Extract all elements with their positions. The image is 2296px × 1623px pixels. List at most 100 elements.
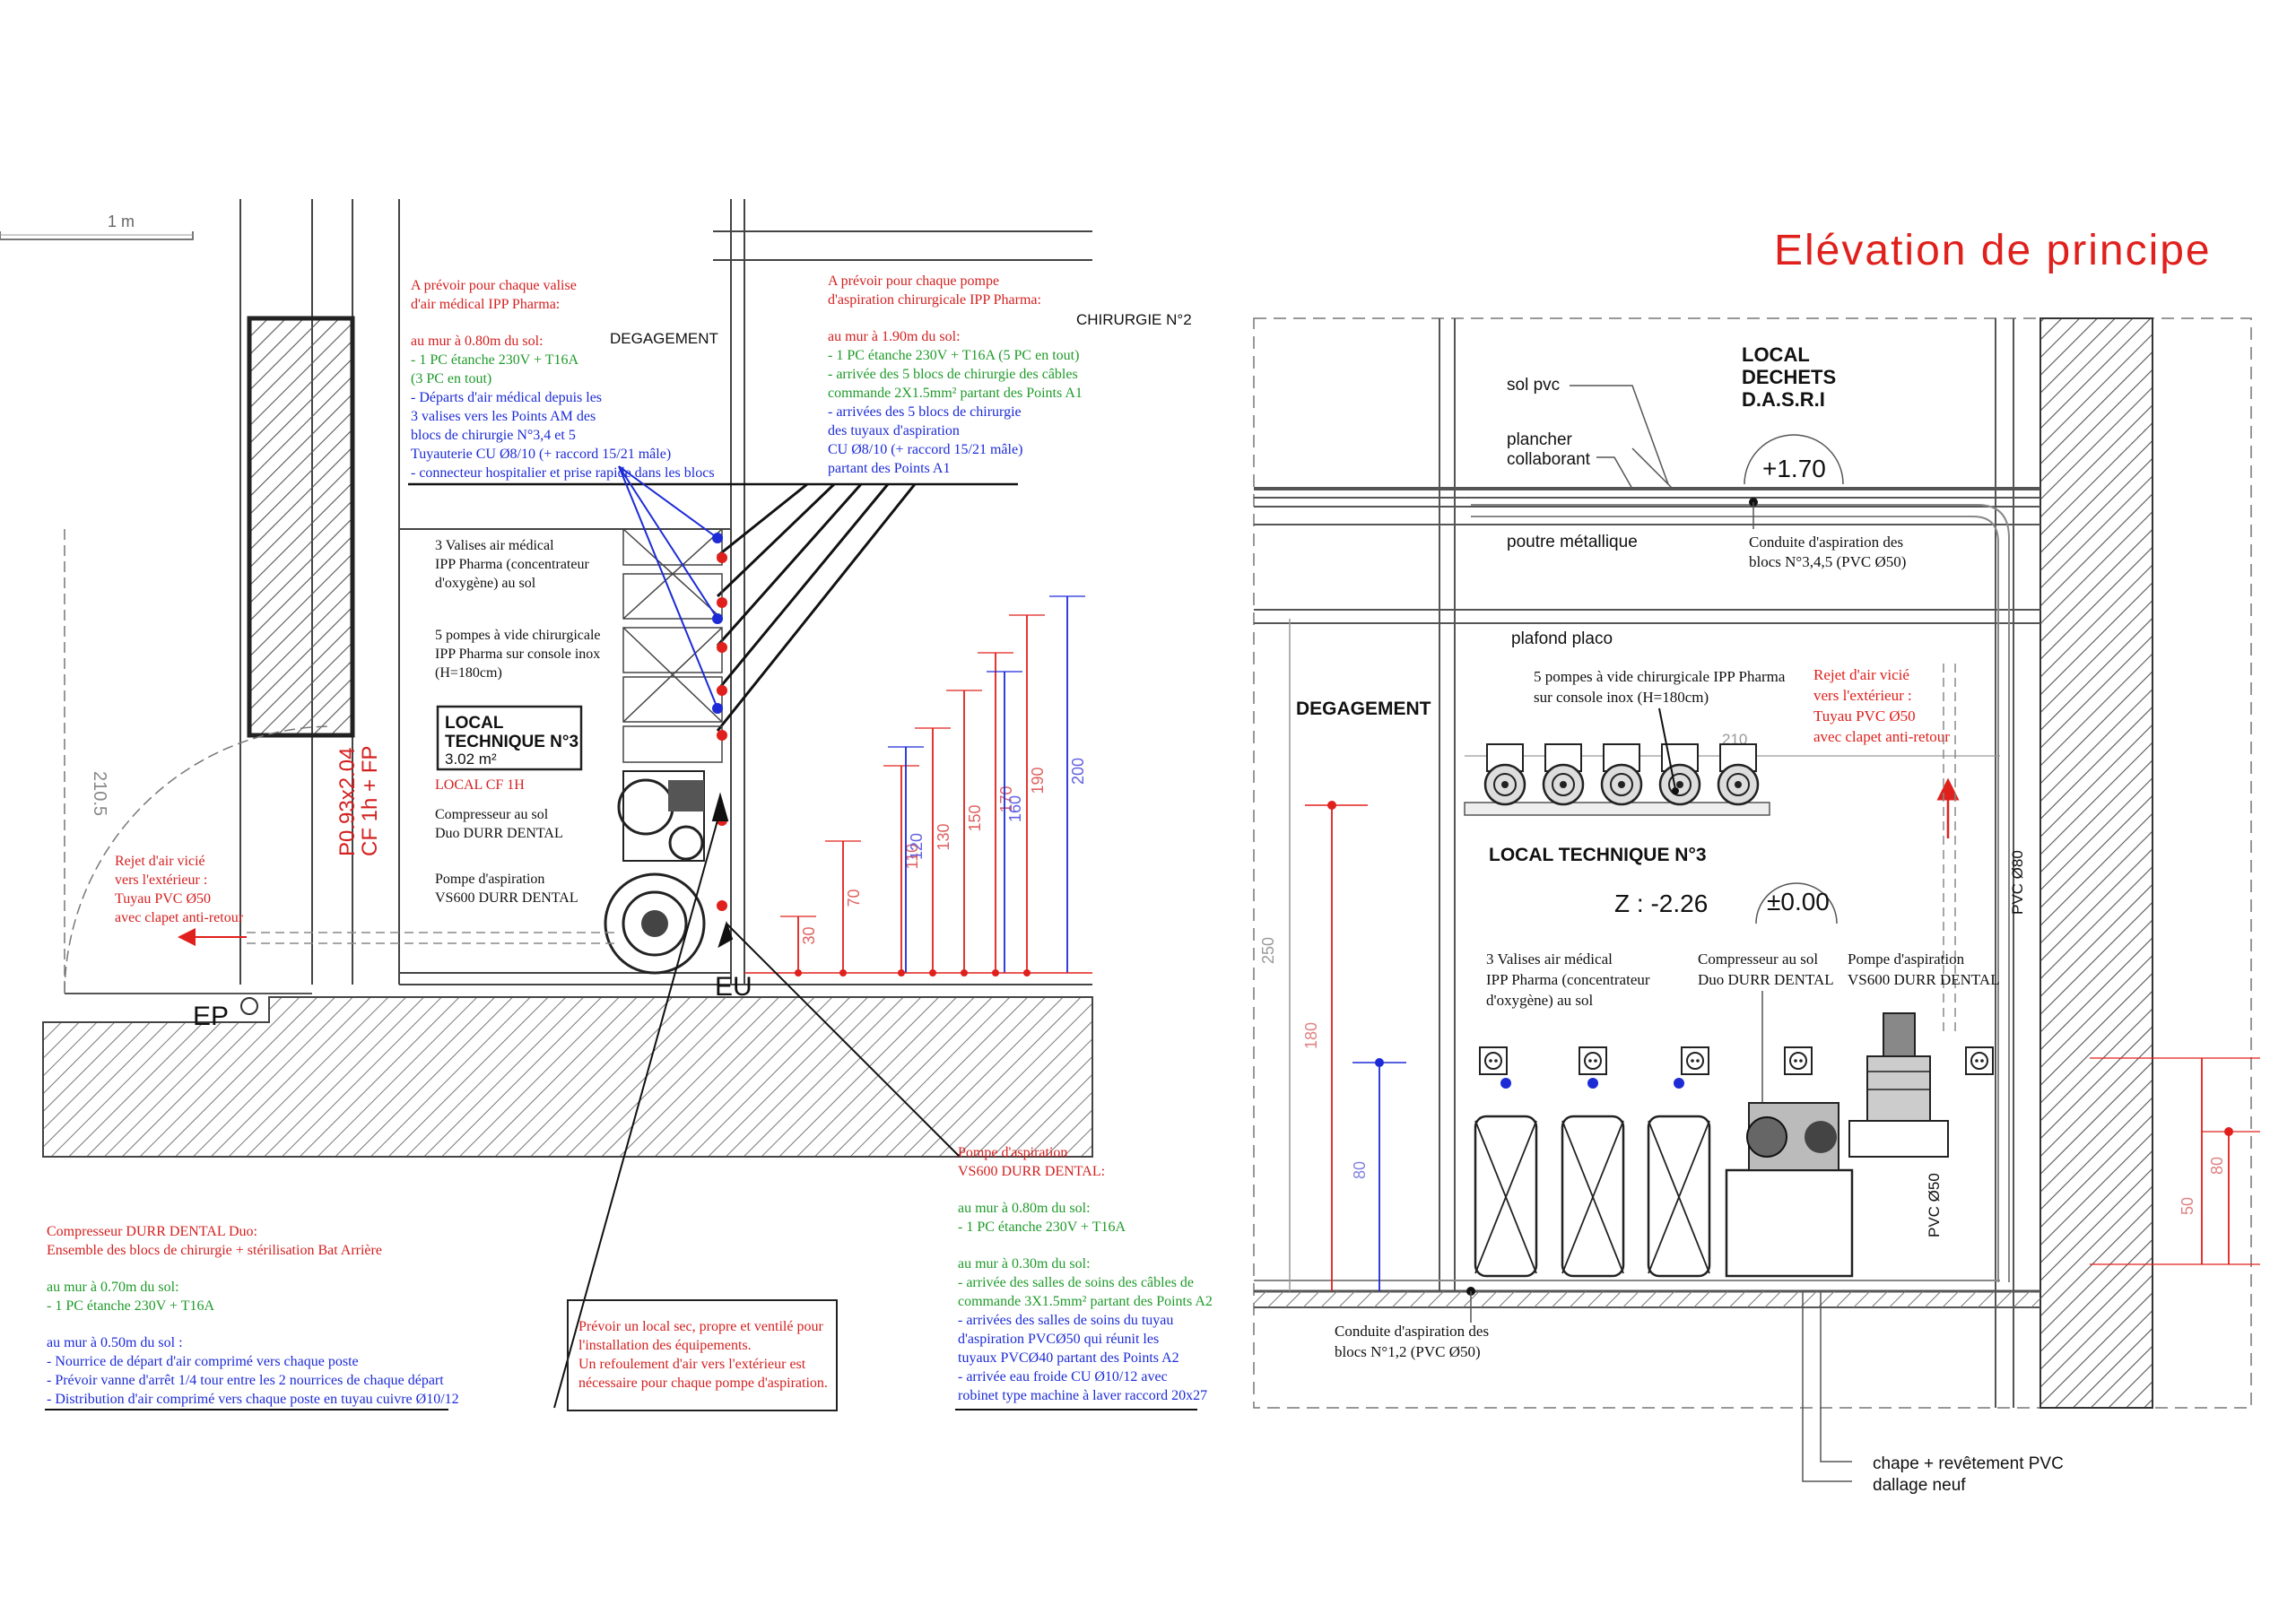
conduite-haut-label: Conduite d'aspiration des blocs N°3,4,5 … xyxy=(1749,534,1906,570)
svg-text:robinet type machine à laver r: robinet type machine à laver raccord 20x… xyxy=(958,1388,1207,1403)
svg-text:DEGAGEMENT: DEGAGEMENT xyxy=(1296,699,1431,719)
degagement-plan-label: DEGAGEMENT xyxy=(610,330,718,347)
pump-boxes xyxy=(622,528,723,763)
svg-text:Tuyauterie CU Ø8/10 (+ raccord: Tuyauterie CU Ø8/10 (+ raccord 15/21 mâl… xyxy=(411,447,671,462)
svg-text:- arrivée des salles de soins: - arrivée des salles de soins des câbles… xyxy=(958,1275,1194,1290)
svg-text:sur console inox (H=180cm): sur console inox (H=180cm) xyxy=(1534,689,1709,706)
pvc50-label: PVC Ø50 xyxy=(1926,1173,1943,1237)
ep-label: EP xyxy=(193,1002,229,1031)
svg-text:VS600 DURR DENTAL: VS600 DURR DENTAL xyxy=(1848,971,2000,988)
svg-text:Compresseur DURR DENTAL Duo:: Compresseur DURR DENTAL Duo: xyxy=(47,1224,257,1239)
svg-text:collaborant: collaborant xyxy=(1507,450,1591,469)
svg-text:Un refoulement d'air vers l'ex: Un refoulement d'air vers l'extérieur es… xyxy=(578,1357,806,1372)
socket-icon xyxy=(1681,1046,1709,1075)
door-label-1: P0.93x2.04 xyxy=(335,748,360,856)
svg-text:tuyaux PVCØ40 partant des Poin: tuyaux PVCØ40 partant des Points A2 xyxy=(958,1350,1179,1366)
chape-label: chape + revêtement PVC dallage neuf xyxy=(1873,1454,2064,1495)
plan-equipment-labels: 3 Valises air médical IPP Pharma (concen… xyxy=(435,538,601,906)
svg-text:blocs N°3,4,5 (PVC Ø50): blocs N°3,4,5 (PVC Ø50) xyxy=(1749,553,1906,570)
svg-text:nécessaire pour chaque pompe d: nécessaire pour chaque pompe d'aspiratio… xyxy=(578,1376,828,1391)
svg-text:Duo DURR DENTAL: Duo DURR DENTAL xyxy=(1698,971,1834,988)
svg-text:3 valises vers les Points AM d: 3 valises vers les Points AM des xyxy=(411,409,596,424)
svg-text:250: 250 xyxy=(1259,937,1277,964)
note-valise: A prévoir pour chaque valise d'air médic… xyxy=(411,278,715,481)
svg-text:Conduite d'aspiration des: Conduite d'aspiration des xyxy=(1749,534,1903,551)
svg-text:- arrivée des 5 blocs de chiru: - arrivée des 5 blocs de chirurgie des c… xyxy=(828,367,1078,382)
svg-text:partant des Points A1: partant des Points A1 xyxy=(828,461,950,476)
conduite-bas-label: Conduite d'aspiration des blocs N°1,2 (P… xyxy=(1335,1323,1489,1360)
svg-text:poutre métallique: poutre métallique xyxy=(1507,533,1638,551)
svg-text:Rejet d'air vicié: Rejet d'air vicié xyxy=(1813,666,1909,683)
svg-text:Tuyau PVC Ø50: Tuyau PVC Ø50 xyxy=(1813,707,1916,725)
dim-label-blue: 160 xyxy=(1006,795,1024,822)
door-swing xyxy=(64,529,333,994)
ep-drain-icon xyxy=(240,997,258,1015)
svg-text:au mur à 0.70m du sol:: au mur à 0.70m du sol: xyxy=(47,1280,179,1295)
local-technique-box: LOCAL TECHNIQUE N°3 3.02 m² xyxy=(436,705,583,771)
svg-text:- Nourrice de départ d'air com: - Nourrice de départ d'air comprimé vers… xyxy=(47,1354,359,1369)
svg-text:80: 80 xyxy=(1351,1161,1369,1179)
svg-text:Pompe d'aspiration: Pompe d'aspiration xyxy=(435,872,544,887)
svg-text:au mur à 0.80m du sol:: au mur à 0.80m du sol: xyxy=(958,1201,1091,1216)
chirurgie-label: CHIRURGIE N°2 xyxy=(1076,311,1192,328)
vacuum-pump-icon xyxy=(1600,743,1643,806)
svg-text:A prévoir pour chaque pompe: A prévoir pour chaque pompe xyxy=(828,273,999,289)
svg-text:blocs de chirurgie N°3,4 et 5: blocs de chirurgie N°3,4 et 5 xyxy=(411,428,576,443)
svg-text:Compresseur au sol: Compresseur au sol xyxy=(1698,950,1818,968)
svg-text:Pompe d'aspiration: Pompe d'aspiration xyxy=(1848,950,1965,968)
rejet-elev-label: Rejet d'air vicié vers l'extérieur : Tuy… xyxy=(1813,666,1950,745)
aspiration-pump-elev xyxy=(1848,1012,1949,1158)
svg-text:- Distribution d'air comprimé: - Distribution d'air comprimé vers chaqu… xyxy=(47,1392,459,1407)
svg-text:TECHNIQUE N°3: TECHNIQUE N°3 xyxy=(445,733,578,751)
vacuum-pump-icon xyxy=(1658,743,1701,806)
dim-label-blue: 120 xyxy=(908,833,926,860)
svg-text:d'aspiration PVCØ50 qui réunit: d'aspiration PVCØ50 qui réunit les xyxy=(958,1332,1159,1347)
elevation-view: Elévation de principe LO xyxy=(1253,227,2260,1495)
dim-label-red: 130 xyxy=(935,823,952,850)
local-cf-label: LOCAL CF 1H xyxy=(435,777,525,793)
svg-text:3 Valises air médical: 3 Valises air médical xyxy=(435,538,554,553)
svg-text:au mur à 0.80m du sol:: au mur à 0.80m du sol: xyxy=(411,334,544,349)
svg-text:IPP Pharma sur console inox: IPP Pharma sur console inox xyxy=(435,647,600,662)
bottom-leaders xyxy=(553,792,961,1409)
compresseur-symbol xyxy=(617,770,705,862)
elevation-wall xyxy=(2039,317,2153,1409)
svg-text:commande 2X1.5mm² partant des: commande 2X1.5mm² partant des Points A1 xyxy=(828,386,1083,401)
svg-text:5 pompes à vide chirurgicale I: 5 pompes à vide chirurgicale IPP Pharma xyxy=(1534,668,1786,685)
dim-label-red: 110 xyxy=(903,844,921,870)
note-box: Prévoir un local sec, propre et ventilé … xyxy=(567,1299,838,1411)
svg-text:- connecteur hospitalier et pr: - connecteur hospitalier et prise rapide… xyxy=(411,465,715,481)
svg-text:50: 50 xyxy=(2179,1197,2196,1215)
svg-text:- Prévoir vanne d'arrêt 1/4 to: - Prévoir vanne d'arrêt 1/4 tour entre l… xyxy=(47,1373,444,1388)
level-marker-up: +1.70 xyxy=(1744,434,1844,507)
elevation-floor-hatch xyxy=(1254,1291,2040,1307)
svg-text:- arrivée eau froide CU Ø10/12: - arrivée eau froide CU Ø10/12 avec xyxy=(958,1369,1168,1384)
svg-text:(H=180cm): (H=180cm) xyxy=(435,665,502,681)
vacuum-pump-icon xyxy=(1483,743,1526,806)
svg-text:D.A.S.R.I: D.A.S.R.I xyxy=(1742,388,1825,411)
svg-text:vers l'extérieur :: vers l'extérieur : xyxy=(115,872,207,888)
svg-text:3 Valises air médical: 3 Valises air médical xyxy=(1486,950,1613,968)
svg-text:+1.70: +1.70 xyxy=(1762,455,1826,482)
scale-label: 1 m xyxy=(108,213,135,230)
svg-text:5 pompes à vide chirurgicale: 5 pompes à vide chirurgicale xyxy=(435,628,601,643)
dim-label-red: 170 xyxy=(997,785,1015,812)
door-label-2: CF 1h + FP xyxy=(358,746,382,856)
svg-text:Rejet d'air vicié: Rejet d'air vicié xyxy=(115,854,205,869)
svg-text:Ensemble des blocs de chirurgi: Ensemble des blocs de chirurgie + stéril… xyxy=(47,1243,382,1258)
dim-label-red: 150 xyxy=(966,804,984,831)
svg-text:Compresseur au sol: Compresseur au sol xyxy=(435,807,549,822)
valise-icon xyxy=(1474,1078,1538,1278)
elev-equipment-labels: 3 Valises air médical IPP Pharma (concen… xyxy=(1486,950,2000,1009)
elevation-dimensions: 180 80 250 50 80 xyxy=(1259,619,2260,1291)
eu-label: EU xyxy=(715,972,752,1002)
vacuum-pump-icon xyxy=(1717,743,1760,806)
svg-text:plancher: plancher xyxy=(1507,430,1573,449)
svg-text:dallage neuf: dallage neuf xyxy=(1873,1476,1966,1495)
svg-text:au mur à 0.30m du sol:: au mur à 0.30m du sol: xyxy=(958,1256,1091,1271)
socket-icon xyxy=(1784,1046,1813,1075)
svg-text:commande 3X1.5mm² partant des: commande 3X1.5mm² partant des Points A2 xyxy=(958,1294,1213,1309)
svg-text:LOCAL TECHNIQUE N°3: LOCAL TECHNIQUE N°3 xyxy=(1489,845,1707,865)
